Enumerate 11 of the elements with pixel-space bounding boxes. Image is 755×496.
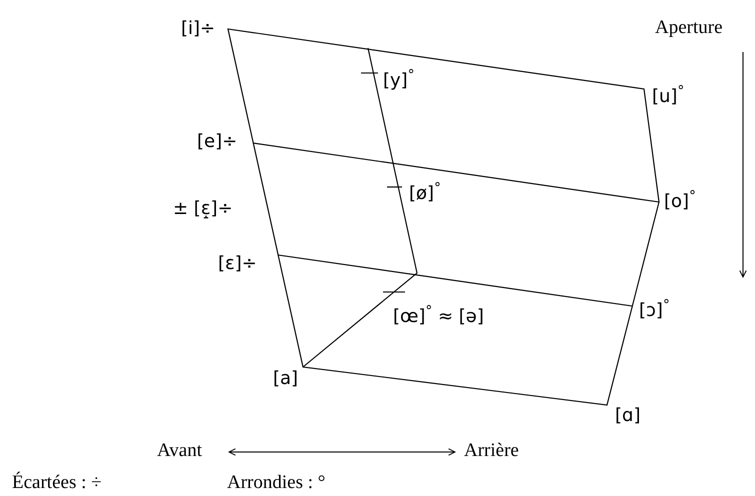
vowel-label: [a] (273, 370, 298, 388)
axis-label: Aperture (655, 18, 723, 37)
axis-label: Arrière (464, 441, 519, 460)
vowel-label: [e]÷ (197, 133, 238, 151)
legend-text: Arrondies : ° (227, 473, 326, 492)
vowel-label: ± [ɛ̝]÷ (173, 200, 233, 218)
vowel-label: [ɑ] (615, 407, 640, 425)
vowel-label: [ɛ]÷ (218, 255, 257, 273)
axis-label: Avant (157, 441, 202, 460)
vowel-label: [i]÷ (181, 20, 216, 38)
legend-text: Écartées : ÷ (12, 473, 102, 492)
